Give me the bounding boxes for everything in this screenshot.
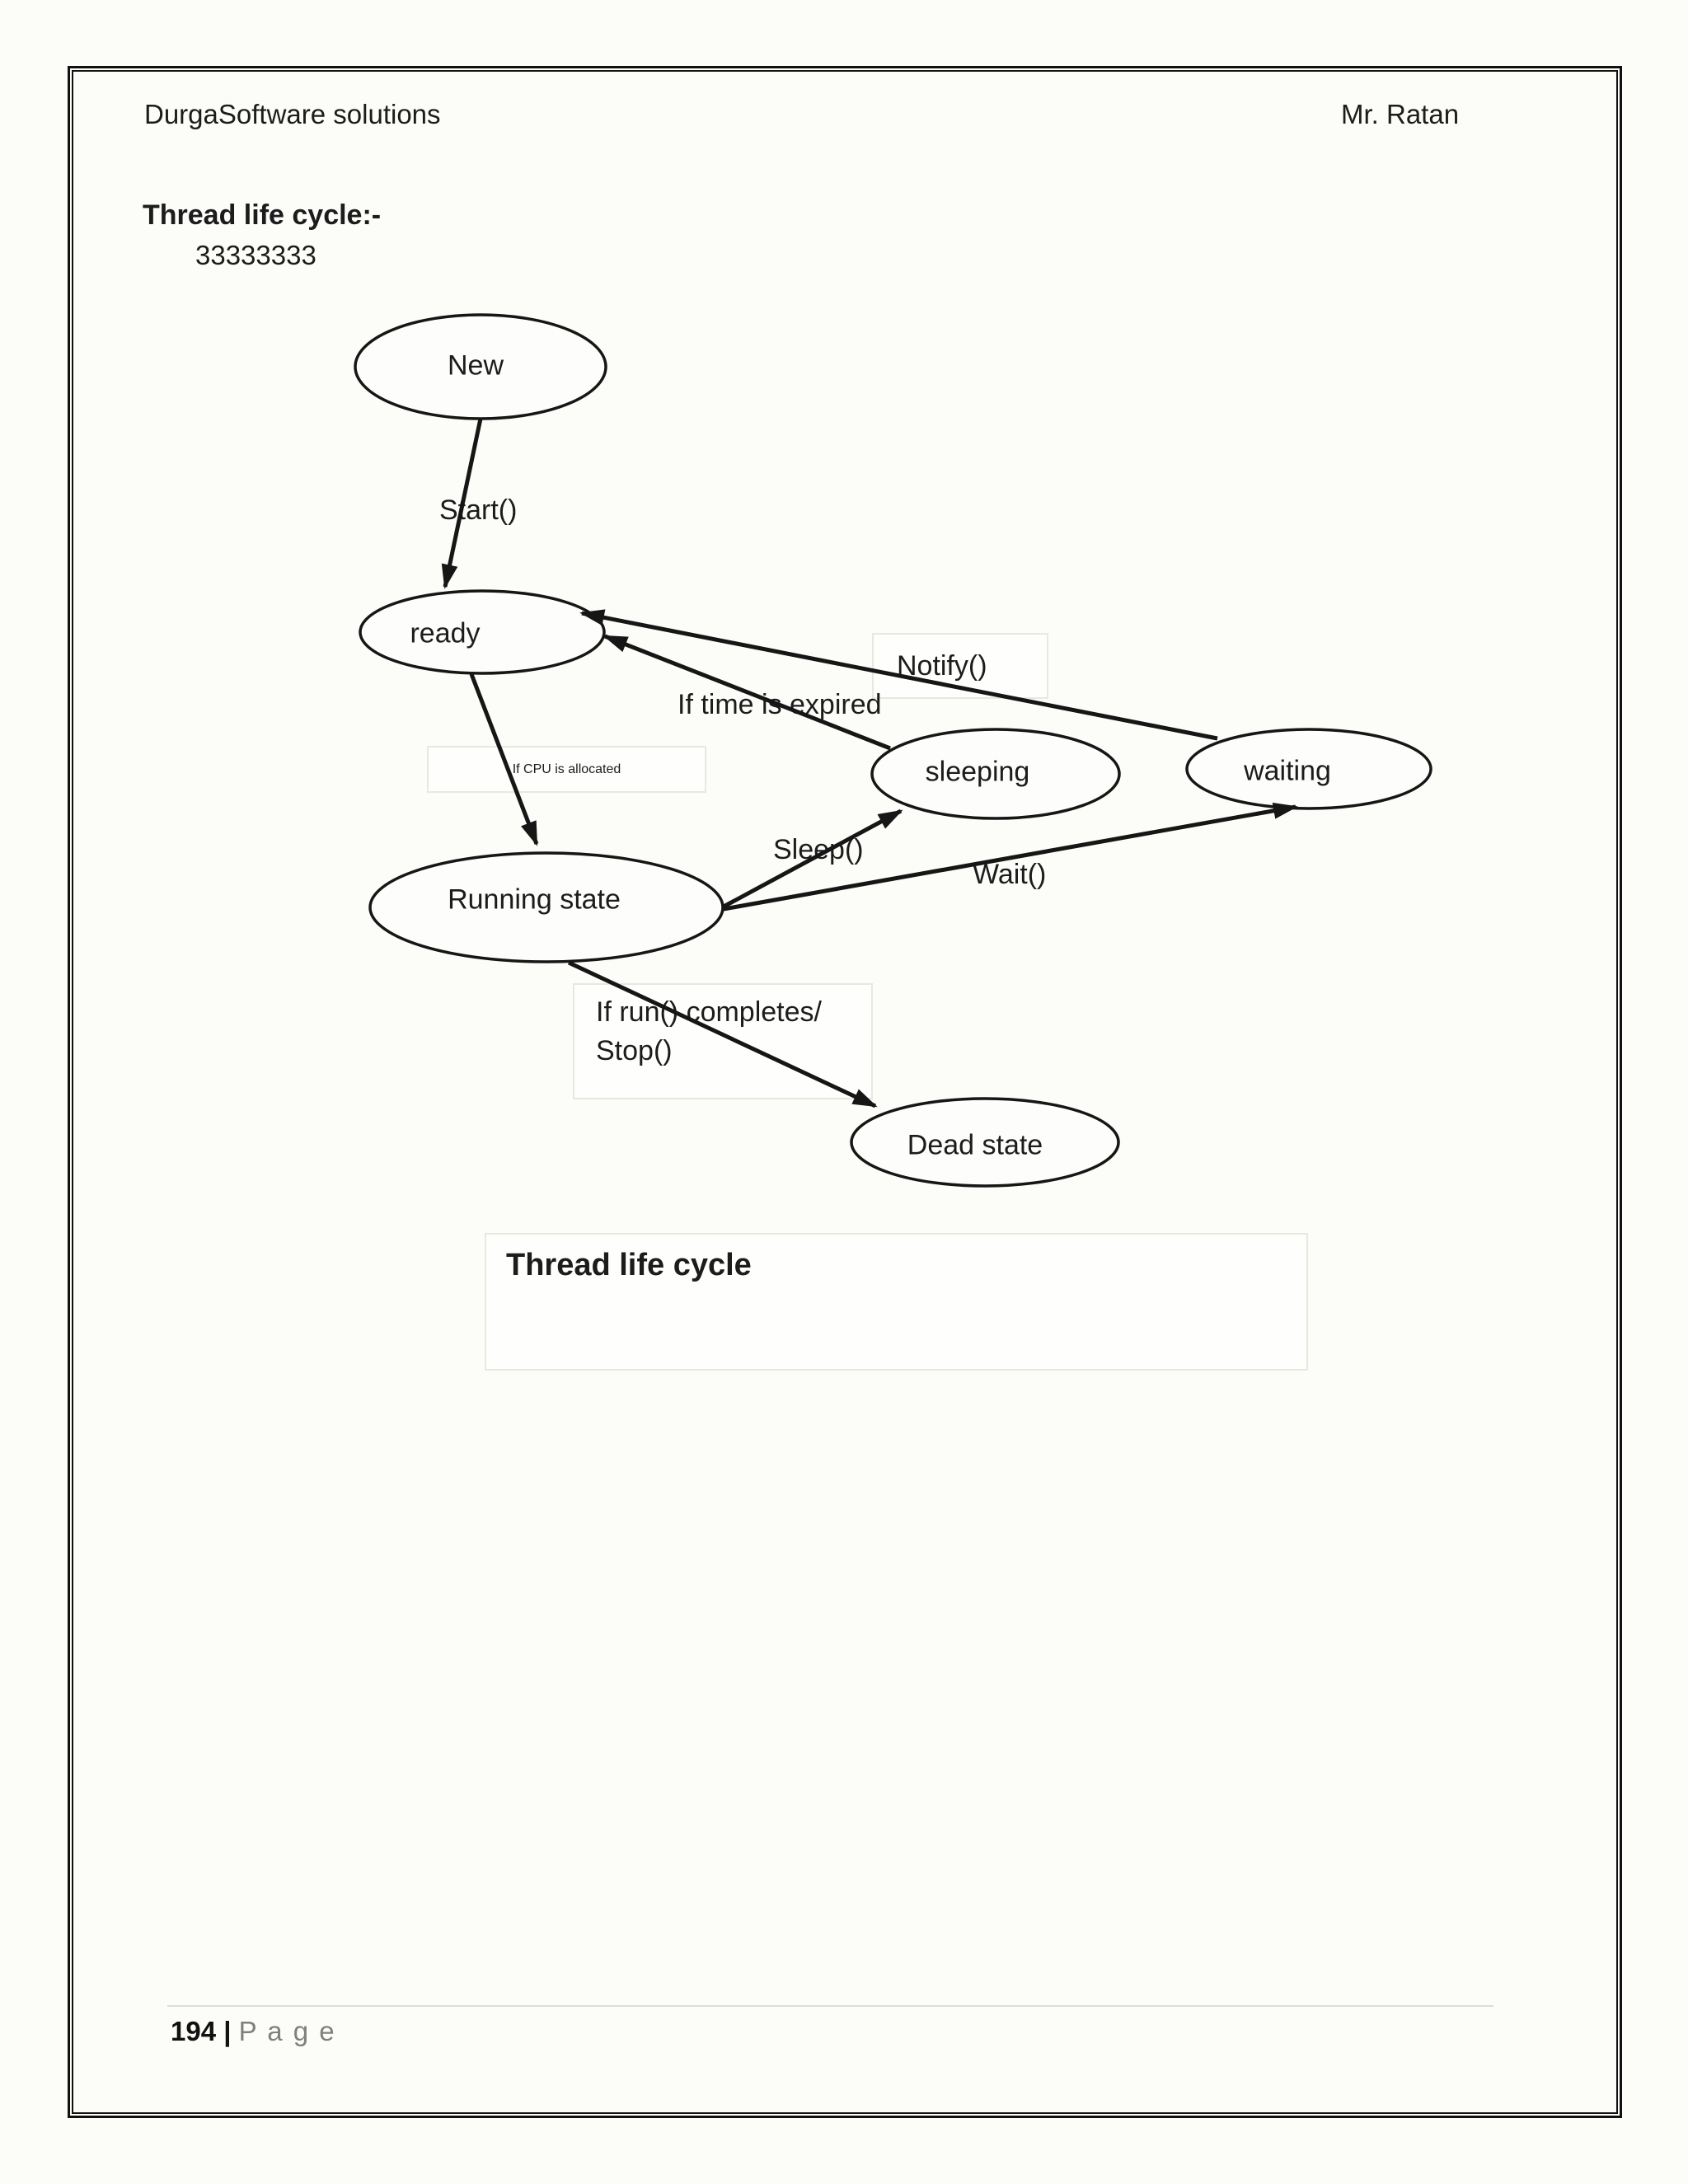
footer-page-word: P a g e xyxy=(238,2016,336,2046)
subtitle-digits: 33333333 xyxy=(195,240,316,270)
state-label-new: New xyxy=(447,349,504,382)
state-label-dead: Dead state xyxy=(907,1129,1043,1161)
page-border xyxy=(68,66,1622,2118)
header-right: Mr. Ratan xyxy=(1341,99,1460,129)
state-ellipse-dead xyxy=(850,1097,1120,1188)
diagram-caption: Thread life cycle xyxy=(506,1248,752,1282)
section-title: Thread life cycle:- xyxy=(143,199,382,231)
state-label-waiting: waiting xyxy=(1244,755,1331,787)
transition-label-start: Start() xyxy=(439,494,518,526)
footer-rule xyxy=(167,2005,1493,2007)
transition-label-wait: Wait() xyxy=(973,859,1047,890)
page-border-inner xyxy=(72,70,1618,2114)
header-left: DurgaSoftware solutions xyxy=(144,99,441,129)
transition-label-time-expired: If time is expired xyxy=(678,689,882,720)
transition-label-cpu-allocated: If CPU is allocated xyxy=(512,762,621,776)
state-ellipse-waiting xyxy=(1185,728,1432,810)
state-label-ready: ready xyxy=(410,617,481,649)
caption-box: Thread life cycle xyxy=(485,1233,1308,1371)
footer: 194 | P a g e xyxy=(171,2016,336,2047)
state-label-running: Running state xyxy=(448,883,621,916)
state-label-sleeping: sleeping xyxy=(925,756,1030,788)
state-ellipse-ready xyxy=(359,589,606,675)
transition-label-sleep: Sleep() xyxy=(773,834,864,865)
footer-page-number: 194 | xyxy=(171,2016,232,2046)
